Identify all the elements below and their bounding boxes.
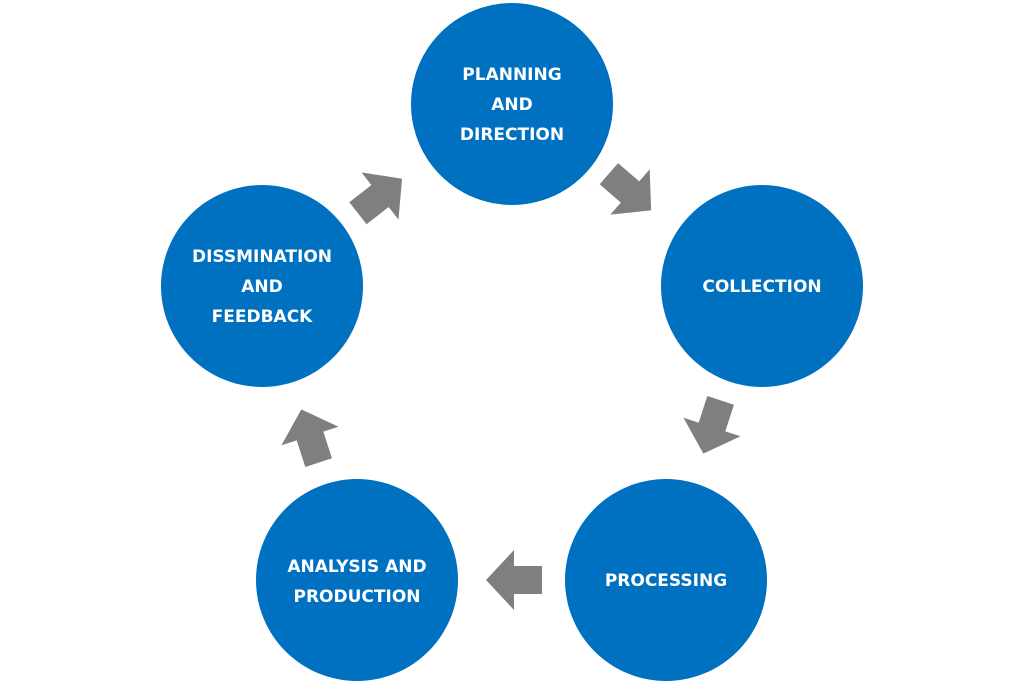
node-dissemination-label-1: DISSMINATION [192,247,332,267]
node-analysis-label-2: PRODUCTION [294,587,421,607]
node-processing-circle [565,479,767,681]
arrow-collection-to-processing [683,396,741,454]
node-dissemination: DISSMINATION AND FEEDBACK [161,185,363,387]
node-analysis-label-1: ANALYSIS AND [287,557,426,577]
node-collection: COLLECTION [661,185,863,387]
node-planning-label-1: PLANNING [462,65,561,85]
node-processing: PROCESSING [565,479,767,681]
node-planning-label-2: AND [491,95,533,115]
arrow-processing-to-analysis [486,550,542,610]
node-collection-label-1: COLLECTION [702,277,821,297]
arrows-layer [281,163,741,610]
node-analysis: ANALYSIS AND PRODUCTION [256,479,458,681]
node-collection-circle [661,185,863,387]
arrow-analysis-to-dissemination [281,409,339,467]
arrow-dissemination-to-planning [349,172,403,225]
node-planning-label-3: DIRECTION [460,125,564,145]
node-processing-label-1: PROCESSING [605,571,727,591]
node-dissemination-circle [161,185,363,387]
node-dissemination-label-3: FEEDBACK [212,307,314,327]
node-planning: PLANNING AND DIRECTION [411,3,613,205]
arrow-planning-to-collection [599,163,652,215]
node-dissemination-label-2: AND [241,277,283,297]
node-planning-circle [411,3,613,205]
node-analysis-circle [256,479,458,681]
